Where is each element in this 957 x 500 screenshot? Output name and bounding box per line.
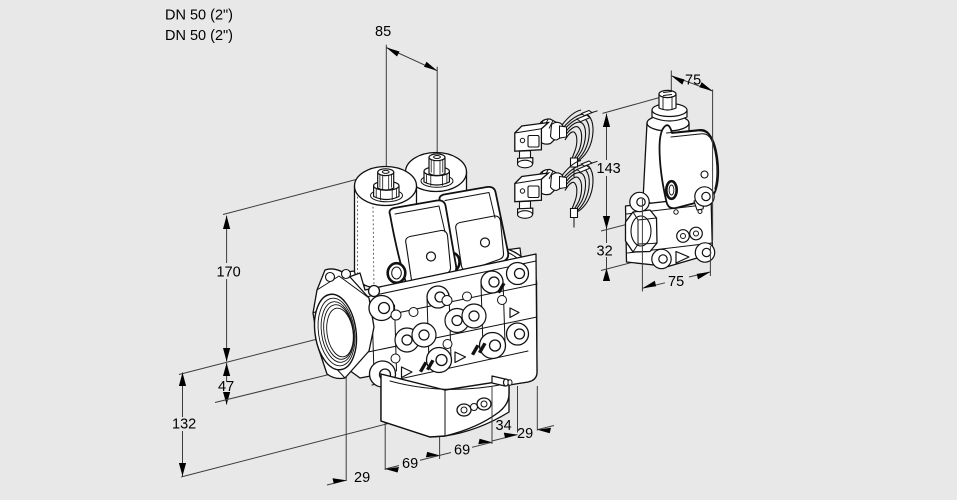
svg-text:69: 69 [402, 456, 418, 472]
svg-text:32: 32 [597, 244, 613, 260]
svg-text:85: 85 [375, 24, 391, 40]
svg-text:75: 75 [685, 73, 701, 89]
svg-text:29: 29 [354, 470, 370, 486]
svg-text:29: 29 [517, 426, 533, 442]
svg-text:75: 75 [668, 274, 684, 290]
svg-text:170: 170 [217, 265, 241, 281]
svg-text:143: 143 [597, 161, 621, 177]
svg-text:69: 69 [454, 443, 470, 459]
svg-text:DN 50 (2"): DN 50 (2") [165, 28, 233, 44]
svg-text:47: 47 [218, 379, 234, 395]
svg-text:132: 132 [172, 417, 196, 433]
svg-text:34: 34 [496, 418, 512, 434]
svg-text:DN 50 (2"): DN 50 (2") [165, 8, 233, 24]
